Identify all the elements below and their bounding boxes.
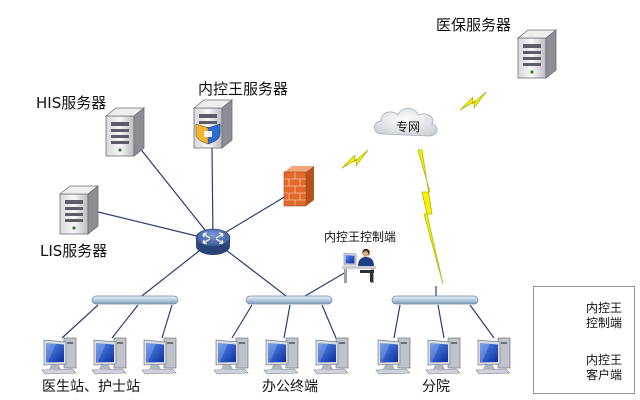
client-pc-icon <box>213 337 249 375</box>
yibao-server-icon <box>517 29 557 79</box>
lightning-icon-firewall-cloud <box>341 149 369 169</box>
client-pc-icon <box>375 337 411 375</box>
lightning-icon-cloud-branch <box>417 149 444 285</box>
his-server-label: HIS服务器 <box>36 94 107 112</box>
legend-client-line2: 客户端 <box>586 368 623 382</box>
nkw-control-label: 内控王控制端 <box>324 230 397 244</box>
bus-bar-doctor <box>91 295 179 305</box>
router-icon <box>195 228 231 255</box>
cloud-icon <box>373 107 438 137</box>
group-branch-label: 分院 <box>422 379 450 395</box>
client-pc-icon <box>41 337 77 375</box>
nkw-control-terminal-icon <box>341 248 377 284</box>
link-lines <box>61 131 495 339</box>
client-pc-icon <box>91 337 127 375</box>
bus-bar-office <box>245 295 333 305</box>
legend-control-line1: 内控王 <box>586 301 623 315</box>
client-pc-icon <box>425 337 461 375</box>
nkw-server-label: 内控王服务器 <box>198 80 289 98</box>
client-pc-icon <box>475 337 511 375</box>
lis-server-icon <box>59 185 99 235</box>
yibao-server-label: 医保服务器 <box>436 16 512 34</box>
client-pc-icon <box>313 337 349 375</box>
bus-bar-branch <box>391 295 479 305</box>
his-server-icon <box>105 107 145 157</box>
legend-client-line1: 内控王 <box>586 353 623 367</box>
client-pc-icon <box>141 337 177 375</box>
lightning-icon-cloud-yibao <box>459 91 487 111</box>
link-router-lis <box>89 209 214 241</box>
legend-control-text: 内控王 控制端 <box>586 301 622 331</box>
firewall-icon <box>283 166 314 207</box>
link-router-nkw-server <box>211 147 214 241</box>
legend-control-line2: 控制端 <box>586 316 623 330</box>
group-doctor-nurse-label: 医生站、护士站 <box>42 379 140 395</box>
zhuanwang-label: 专网 <box>396 120 421 134</box>
lis-server-label: LIS服务器 <box>40 242 108 260</box>
legend: 内控王 控制端 内控王 客户端 <box>533 286 635 394</box>
group-office-label: 办公终端 <box>262 379 318 395</box>
nkw-server-icon <box>193 99 233 149</box>
link-control-bus-mid <box>299 271 347 300</box>
client-pc-icon <box>263 337 299 375</box>
legend-client-text: 内控王 客户端 <box>586 353 622 383</box>
